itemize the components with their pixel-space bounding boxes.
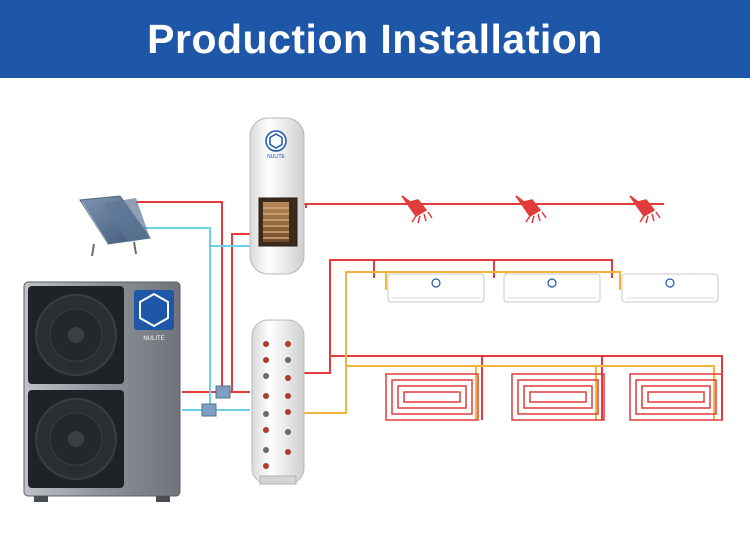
floor-heating-coil-icon	[629, 373, 723, 421]
buffer-tank-icon	[251, 319, 305, 485]
shower-head-icon	[515, 195, 547, 224]
water-tank-icon	[249, 117, 305, 275]
heat-pump-brand-label: NULITE	[143, 336, 164, 342]
shower-head-icon	[401, 195, 433, 224]
floor-heating-coil-icon	[385, 373, 479, 421]
installation-diagram: NULITE NULITE	[23, 117, 723, 502]
air-conditioner-icon	[387, 273, 485, 303]
page-title: Production Installation	[147, 16, 603, 62]
floor-heating-coil-icon	[511, 373, 605, 421]
shower-head-icon	[629, 195, 661, 224]
air-conditioner-icon	[503, 273, 601, 303]
return-pipes	[304, 271, 715, 420]
title-banner	[0, 0, 750, 78]
tank-brand-label: NULITE	[267, 154, 285, 160]
pipe-connector-icon	[201, 385, 231, 417]
solar-panel-icon	[79, 195, 151, 257]
heat-pump-icon	[23, 281, 181, 502]
hot-water-pipes	[136, 201, 723, 420]
air-conditioner-icon	[621, 273, 719, 303]
